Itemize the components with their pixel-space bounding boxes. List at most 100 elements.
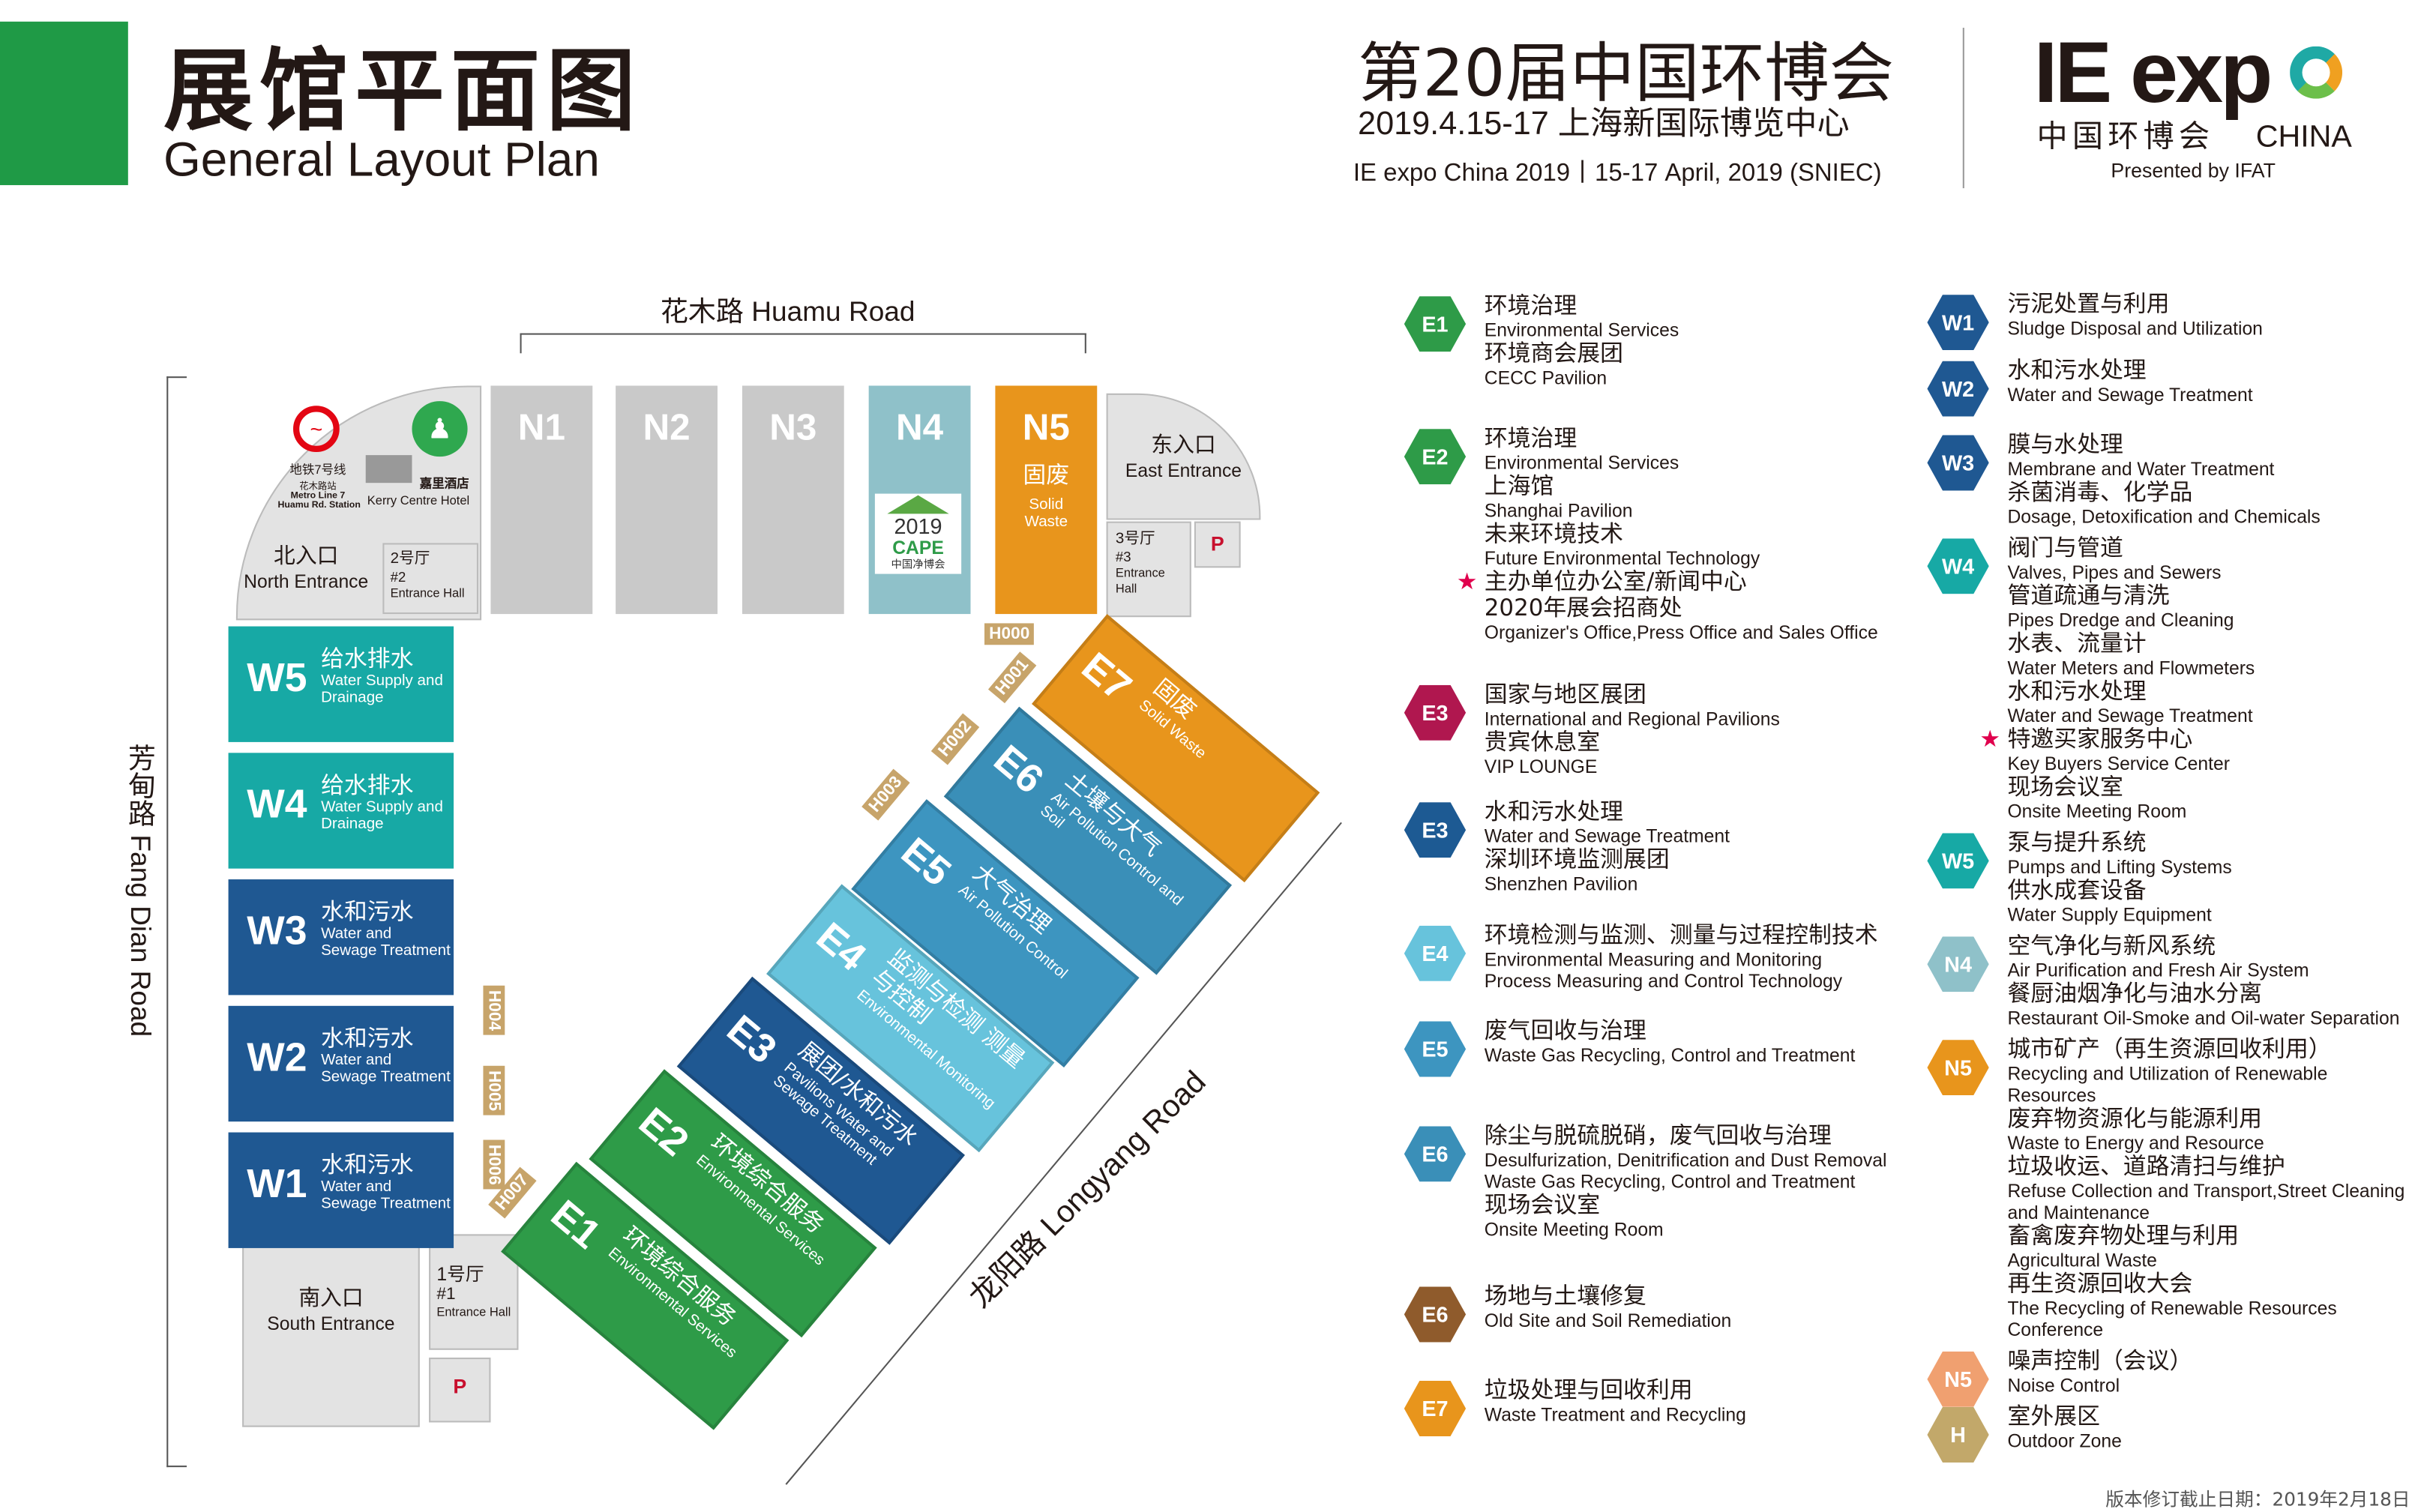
hall-code: W5 bbox=[247, 654, 307, 701]
outdoor-zone-h005[interactable]: H005 bbox=[483, 1065, 505, 1116]
hall-en: Water and Sewage Treatment bbox=[321, 1178, 451, 1213]
parking-icon: P bbox=[1194, 521, 1241, 568]
south-entrance-cn: 南入口 bbox=[298, 1285, 364, 1310]
hall-code: E6 bbox=[985, 735, 1053, 803]
legend-code: E4 bbox=[1422, 941, 1449, 966]
legend-en: Waste to Energy and Resource bbox=[2007, 1132, 2264, 1154]
legend-code: W5 bbox=[1941, 848, 1975, 873]
legend-cn: 2020年展会招商处 bbox=[1484, 594, 1682, 622]
hall-en: Water and Sewage Treatment bbox=[321, 925, 451, 960]
legend-cn: 环境商会展团 bbox=[1484, 339, 1624, 367]
legend-cn: 泵与提升系统 bbox=[2007, 828, 2147, 857]
hall-code: W2 bbox=[247, 1033, 307, 1080]
hotel-icon: ♟ bbox=[412, 401, 468, 457]
legend-en: Onsite Meeting Room bbox=[2007, 801, 2187, 822]
legend-line: ★主办单位办公室/新闻中心 bbox=[1457, 568, 1925, 595]
legend-entry: 城市矿产（再生资源回收利用）Recycling and Utilization … bbox=[2007, 1036, 2411, 1340]
legend-cn: 现场会议室 bbox=[1484, 1190, 1601, 1219]
outdoor-zone-h006[interactable]: H006 bbox=[483, 1139, 505, 1190]
legend-cn: 环境检测与监测、测量与过程控制技术 bbox=[1484, 921, 1878, 949]
outdoor-zone-h001[interactable]: H001 bbox=[987, 651, 1037, 704]
hall-n3[interactable]: N3 bbox=[742, 385, 844, 615]
hall-cn: 给水排水 bbox=[321, 771, 414, 800]
legend-code: E7 bbox=[1422, 1396, 1449, 1421]
road-west: 芳甸路 Fang Dian Road bbox=[124, 743, 156, 1037]
legend-cn: 环境治理 bbox=[1484, 424, 1578, 452]
legend-cn: 废气回收与治理 bbox=[1484, 1016, 1646, 1045]
legend-en: Old Site and Soil Remediation bbox=[1484, 1310, 1732, 1332]
outdoor-zone-h000[interactable]: H000 bbox=[984, 623, 1035, 645]
hall-code: N2 bbox=[643, 407, 691, 449]
hall-n2[interactable]: N2 bbox=[616, 385, 718, 615]
legend-en: Environmental Measuring and Monitoring bbox=[1484, 948, 1823, 971]
logo-presented-by: Presented by IFAT bbox=[2111, 158, 2276, 182]
legend-code: N5 bbox=[1944, 1055, 1973, 1080]
hall-cn: 水和污水 bbox=[321, 897, 414, 926]
legend-hex-h: H bbox=[1927, 1406, 1989, 1463]
east-entrance-en: East Entrance bbox=[1125, 460, 1242, 482]
legend-cn: 场地与土壤修复 bbox=[1484, 1282, 1646, 1310]
legend-en: Future Environmental Technology bbox=[1484, 547, 1760, 570]
hall-3-en: Entrance Hall bbox=[1115, 566, 1165, 596]
parking-icon-south: P bbox=[429, 1358, 491, 1423]
hall-en: Water Supply and Drainage bbox=[321, 799, 443, 834]
hall-cn: 固废 bbox=[1148, 673, 1202, 725]
legend-en: Process Measuring and Control Technology bbox=[1484, 970, 1843, 993]
legend-en: Recycling and Utilization of Renewable R… bbox=[2007, 1062, 2328, 1106]
legend-en: Water Meters and Flowmeters bbox=[2007, 657, 2255, 679]
legend-en: Environmental Services bbox=[1484, 319, 1679, 341]
legend-code: W3 bbox=[1941, 450, 1975, 475]
outdoor-zone-h002[interactable]: H002 bbox=[930, 713, 980, 765]
outdoor-zone-h004[interactable]: H004 bbox=[483, 985, 505, 1036]
legend-hex-n5: N5 bbox=[1927, 1040, 1989, 1096]
legend-en: Water and Sewage Treatment bbox=[2007, 384, 2253, 406]
metro-icon: ~ bbox=[293, 406, 340, 452]
legend-code: W4 bbox=[1941, 553, 1975, 579]
outdoor-zone-h003[interactable]: H003 bbox=[861, 768, 910, 821]
cape-cn: 中国净博会 bbox=[891, 560, 945, 571]
hall-n1[interactable]: N1 bbox=[490, 385, 593, 615]
legend-en: Sludge Disposal and Utilization bbox=[2007, 317, 2263, 340]
building-icon bbox=[365, 455, 412, 484]
hall-2-num: #2 bbox=[390, 569, 406, 585]
legend-code: E6 bbox=[1422, 1301, 1449, 1327]
hall-code: E2 bbox=[630, 1097, 698, 1166]
hall-2-cn: 2号厅 bbox=[390, 550, 430, 568]
logo-china: CHINA bbox=[2255, 120, 2352, 154]
metro-sub: 花木路站 bbox=[299, 483, 337, 493]
hall-3-num: #3 bbox=[1115, 549, 1131, 565]
